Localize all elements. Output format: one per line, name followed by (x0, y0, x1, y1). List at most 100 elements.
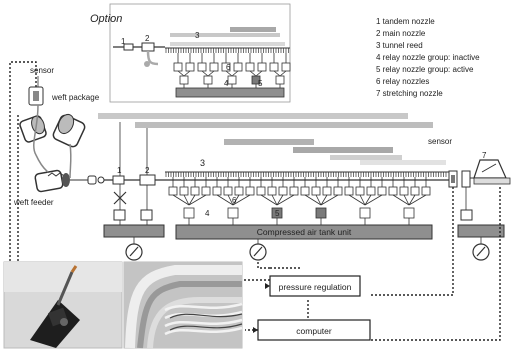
gauge-left (126, 237, 142, 260)
sensor-right-core (451, 175, 455, 183)
relay-valve (360, 208, 370, 218)
tank-unit-label: Compressed air tank unit (257, 227, 352, 237)
label-1: 1 (117, 166, 122, 175)
relay-nozzle (411, 187, 419, 195)
sensor-right-label: sensor (428, 137, 452, 146)
legend-item-6: 6 relay nozzles (376, 77, 429, 86)
label-6: 6 (232, 196, 237, 205)
option-air-bar-2 (170, 42, 285, 46)
relay-nozzle (270, 63, 278, 71)
weft-yarn-2 (70, 144, 71, 178)
option-label-5: 5 (258, 79, 263, 88)
relay-valve (316, 208, 326, 218)
sensor-left-core (33, 91, 39, 101)
relay-nozzle (257, 187, 265, 195)
main-nozzle (140, 175, 155, 185)
air-bar-3 (224, 139, 314, 145)
label-5: 5 (275, 209, 280, 218)
relay-valve (184, 208, 194, 218)
label-4: 4 (205, 209, 210, 218)
tunnel-reed (166, 172, 446, 177)
relay-nozzle (334, 187, 342, 195)
label-2: 2 (145, 166, 150, 175)
relay-nozzle (301, 187, 309, 195)
air-bar-1 (98, 113, 408, 119)
relay-nozzle (422, 187, 430, 195)
relay-connector (393, 195, 426, 205)
option-tank-bar (176, 88, 284, 97)
relay-nozzle (198, 63, 206, 71)
arrow-computer (253, 327, 258, 333)
relay-nozzle (235, 187, 243, 195)
main-valve (141, 210, 152, 220)
option-title: Option (90, 13, 122, 25)
photo-nozzle-closeup (4, 262, 122, 348)
tandem-valve (114, 210, 125, 220)
relay-nozzle (279, 187, 287, 195)
nozzle-tank (104, 225, 164, 237)
option-label-4: 4 (224, 79, 229, 88)
relay-valve (204, 76, 212, 84)
option-air-bar-active (230, 27, 276, 32)
relay-nozzle (169, 187, 177, 195)
relay-nozzle (213, 187, 221, 195)
relay-nozzle (246, 63, 254, 71)
relay-connector (305, 195, 338, 205)
relay-connector (349, 195, 382, 205)
relay-nozzle (210, 63, 218, 71)
weft-guide (98, 177, 104, 183)
option-label-1: 1 (121, 37, 126, 46)
relay-nozzle (290, 187, 298, 195)
gauge-right (473, 237, 489, 260)
relay-nozzle (400, 187, 408, 195)
computer-label: computer (296, 326, 332, 336)
option-pipe-end (144, 61, 150, 67)
weft-package-label: weft package (51, 93, 100, 102)
relay-nozzle (258, 63, 266, 71)
legend-item-7: 7 stretching nozzle (376, 89, 443, 98)
stretching-tank (458, 225, 504, 237)
weft-feeder-label: weft feeder (13, 198, 54, 207)
air-bar-6 (360, 160, 446, 165)
relay-valve (276, 76, 284, 84)
option-label-3: 3 (195, 31, 200, 40)
relay-nozzle (356, 187, 364, 195)
relay-nozzle (191, 187, 199, 195)
option-inset-frame (110, 4, 290, 102)
arrow-pressure (265, 283, 270, 289)
option-label-2: 2 (145, 34, 150, 43)
relay-nozzle (174, 63, 182, 71)
stretching-nozzle-block (462, 171, 470, 187)
label-7: 7 (482, 151, 487, 160)
stretching-nozzle (474, 160, 506, 178)
relay-nozzle (323, 187, 331, 195)
relay-valve (180, 76, 188, 84)
option-label-6: 6 (226, 63, 231, 72)
relay-nozzle (389, 187, 397, 195)
option-main-nozzle (142, 43, 154, 51)
weft-clamp (88, 176, 96, 184)
legend-item-4: 4 relay nozzle group: inactive (376, 53, 480, 62)
relay-connector (261, 195, 294, 205)
relay-valve (228, 76, 236, 84)
photo-relay-pipes (124, 262, 242, 348)
relay-nozzle (234, 63, 242, 71)
relay-nozzle (367, 187, 375, 195)
legend-item-3: 3 tunnel reed (376, 41, 423, 50)
air-bar-4 (293, 147, 393, 153)
relay-nozzle (186, 63, 194, 71)
weft-package-icon (19, 112, 86, 148)
relay-nozzle (202, 187, 210, 195)
relay-nozzle (224, 187, 232, 195)
stretching-valve (461, 210, 472, 220)
weft-feeder-icon (35, 170, 70, 192)
relay-nozzle (345, 187, 353, 195)
relay-valve (228, 208, 238, 218)
legend-item-2: 2 main nozzle (376, 29, 426, 38)
relay-valve (404, 208, 414, 218)
relay-nozzle (268, 187, 276, 195)
legend-item-5: 5 relay nozzle group: active (376, 65, 474, 74)
relay-connector (173, 195, 206, 205)
